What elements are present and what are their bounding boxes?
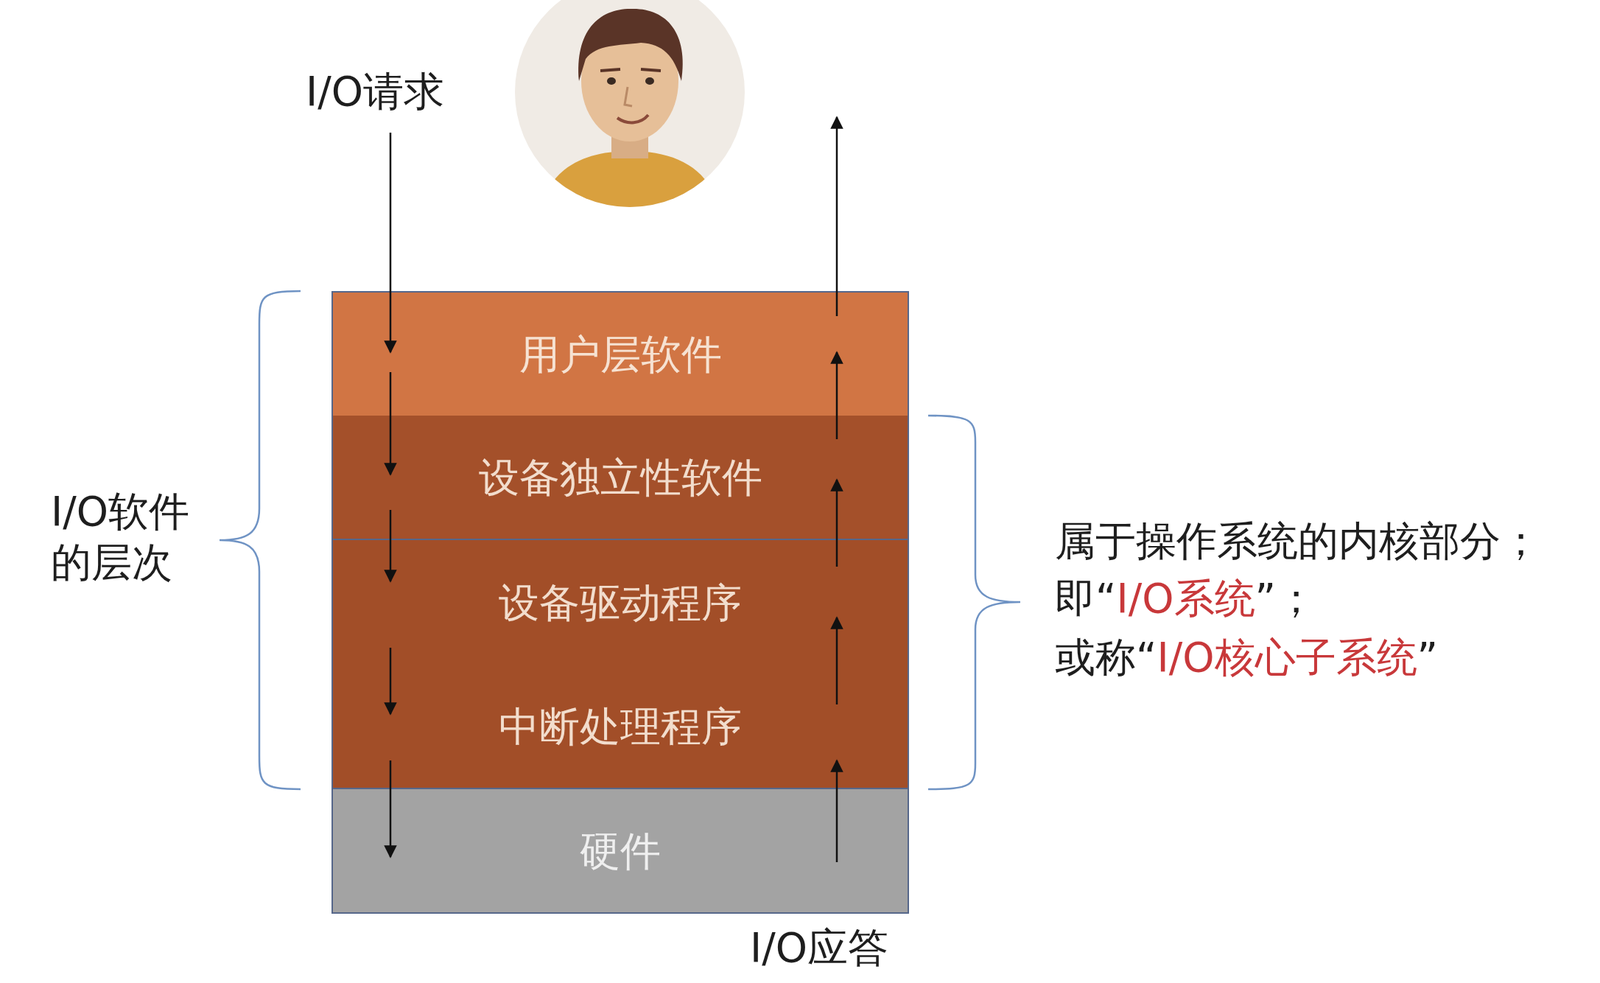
highlight-term: I/O系统: [1116, 574, 1256, 622]
layer-label: 硬件: [579, 826, 661, 876]
interrupt-handler-box: 中断处理程序: [331, 664, 910, 789]
software-levels-label-line: I/O软件 的层次: [50, 486, 190, 588]
person-avatar: [514, 0, 745, 221]
kernel-note-line: 属于操作系统的内核部分；: [1054, 515, 1542, 567]
kernel-note: ”: [1417, 633, 1439, 681]
kernel-note: ”；: [1255, 574, 1318, 622]
layer-label: 用户层软件: [519, 330, 722, 379]
kernel-note-line: 或称“I/O核心子系统”: [1054, 632, 1438, 683]
kernel-note: 属于操作系统的内核部分；: [1054, 517, 1542, 565]
layer-label: 中断处理程序: [498, 702, 742, 751]
response-label-line: I/O应答: [749, 922, 889, 974]
kernel-note-line: 即“I/O系统”；: [1054, 573, 1317, 624]
highlight-term: I/O核心子系统: [1157, 633, 1418, 681]
driver-box: 设备驱动程序: [331, 539, 910, 665]
software-levels-label: I/O软件 的层次: [50, 487, 190, 586]
request-arrow: [389, 132, 392, 857]
layer-label: 设备驱动程序: [498, 578, 742, 627]
user-layer-box: 用户层软件: [331, 290, 910, 416]
request-label-line: I/O请求: [305, 66, 445, 118]
left-brace: [219, 290, 301, 789]
kernel-note: 即“: [1054, 574, 1117, 622]
layer-label: 设备独立性软件: [478, 453, 763, 502]
kernel-note: 或称“: [1054, 633, 1158, 681]
device-independent-box: 设备独立性软件: [331, 415, 910, 540]
right-brace: [928, 415, 1021, 789]
request-label: I/O请求: [305, 67, 445, 115]
response-label: I/O应答: [749, 923, 889, 971]
hardware-box: 硬件: [331, 788, 910, 914]
response-arrow: [836, 117, 839, 862]
